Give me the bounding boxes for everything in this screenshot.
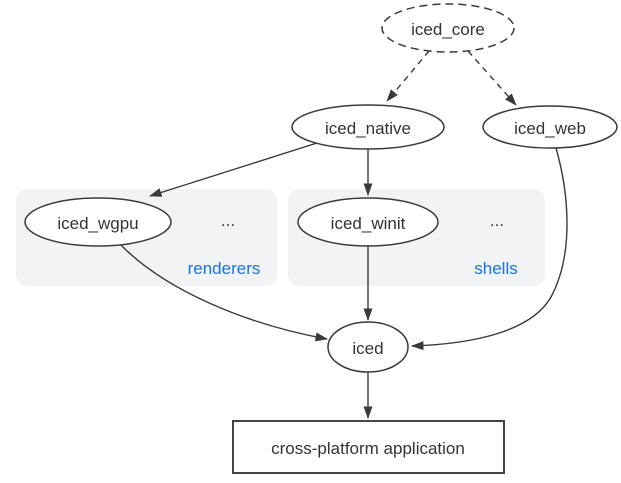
group-renderers-ellipsis: ... (221, 211, 235, 230)
iced-native-ellipse (291, 104, 445, 150)
node-application: cross-platform application (232, 420, 505, 474)
edge-iced-core-to-iced-web (467, 50, 517, 106)
iced-native-label: iced_native (325, 119, 411, 138)
iced-web-label: iced_web (514, 119, 586, 138)
iced-winit-ellipse (297, 197, 439, 247)
application-label: cross-platform application (271, 439, 465, 458)
node-iced-wgpu: iced_wgpu (24, 197, 172, 247)
iced-label: iced (352, 339, 383, 358)
iced-web-ellipse (482, 105, 618, 149)
iced-core-ellipse (381, 3, 515, 53)
iced-ellipse (327, 321, 409, 373)
iced-wgpu-ellipse (24, 197, 172, 247)
node-iced-core: iced_core (381, 3, 515, 53)
group-renderers-label: renderers (188, 259, 261, 278)
group-shells-label: shells (474, 259, 517, 278)
iced-core-label: iced_core (411, 20, 485, 39)
node-iced-winit: iced_winit (297, 197, 439, 247)
node-iced: iced (327, 321, 409, 373)
edge-iced-core-to-iced-native (386, 50, 430, 102)
node-iced-native: iced_native (291, 104, 445, 150)
application-rect (232, 420, 505, 474)
iced-wgpu-label: iced_wgpu (57, 214, 138, 233)
iced-winit-label: iced_winit (331, 214, 406, 233)
edge-iced-web-to-iced (411, 147, 568, 351)
node-iced-web: iced_web (482, 105, 618, 149)
group-shells-ellipsis: ... (490, 211, 504, 230)
edge-iced-wgpu-to-iced (120, 244, 328, 342)
edge-iced-native-to-iced-wgpu (149, 142, 318, 197)
